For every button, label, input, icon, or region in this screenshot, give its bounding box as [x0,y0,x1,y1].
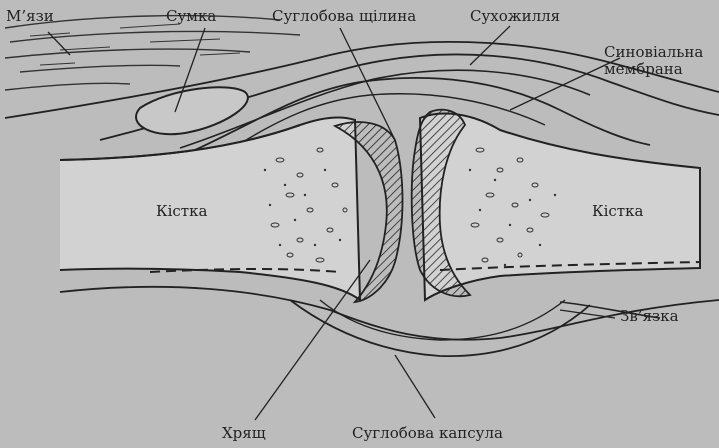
label-joint-space: Суглобова щілина [272,8,416,25]
label-tendon: Сухожилля [470,8,560,25]
label-bone-right: Кістка [592,203,643,220]
label-bursa: Сумка [166,8,216,25]
label-muscles: М’язи [6,8,54,25]
label-joint-capsule: Суглобова капсула [352,425,503,442]
muscle-fibers [5,16,300,90]
label-synovial-membrane: Синовіальна мембрана [604,44,714,79]
bursa-shape [136,87,248,134]
label-bone-left: Кістка [156,203,207,220]
label-cartilage: Хрящ [222,425,266,442]
label-ligament: Зв’язка [620,308,679,325]
left-bone [60,118,360,300]
right-bone [420,114,700,300]
